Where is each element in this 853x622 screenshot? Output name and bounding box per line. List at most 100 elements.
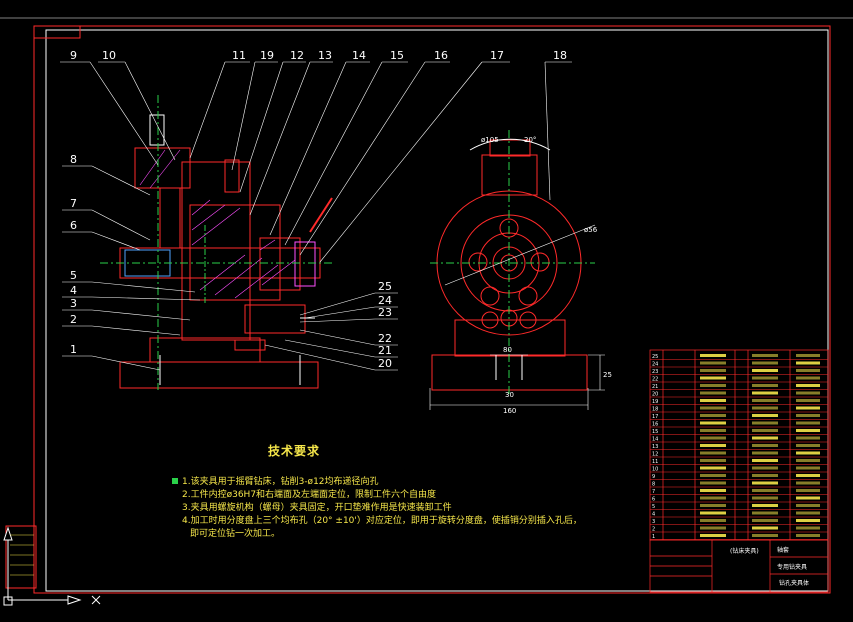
parts-list-cell-text bbox=[796, 511, 820, 515]
drawing-cell: 钻孔夹具体 bbox=[779, 579, 809, 587]
balloon-20: 20 bbox=[378, 357, 392, 370]
balloon-10: 10 bbox=[102, 49, 116, 62]
parts-list-cell-text bbox=[796, 414, 820, 417]
parts-list-cell-text bbox=[752, 391, 778, 395]
parts-list-row-number: 7 bbox=[652, 489, 655, 495]
parts-list-row-number: 15 bbox=[652, 429, 658, 435]
parts-list-cell-text bbox=[796, 429, 820, 432]
parts-list-cell-text bbox=[700, 519, 726, 522]
parts-list-cell-text bbox=[752, 474, 778, 477]
parts-list-row-number: 5 bbox=[652, 504, 655, 510]
parts-list-cell-text bbox=[796, 526, 820, 530]
parts-list-row-number: 11 bbox=[652, 459, 658, 465]
parts-list-cell-text bbox=[796, 376, 820, 380]
parts-list-row-number: 6 bbox=[652, 497, 655, 503]
leader-lines bbox=[60, 61, 572, 371]
title-block-labels: (钻床夹具) 轴套 专用钻夹具 钻孔夹具体 bbox=[730, 546, 809, 587]
parts-list-row-number: 25 bbox=[652, 354, 658, 360]
parts-list-cell-text bbox=[752, 511, 778, 515]
balloon-1: 1 bbox=[70, 343, 77, 356]
balloon-12: 12 bbox=[290, 49, 304, 62]
parts-list-cell-text bbox=[796, 466, 820, 470]
balloon-14: 14 bbox=[352, 49, 366, 62]
parts-list-row-number: 8 bbox=[652, 482, 655, 488]
parts-list-row-number: 20 bbox=[652, 392, 658, 398]
balloon-16: 16 bbox=[434, 49, 448, 62]
balloon-2: 2 bbox=[70, 313, 77, 326]
technical-requirements: 1.该夹具用于摇臂钻床，钻削3-ø12均布递径向孔 2.工件内控ø36H7和右端… bbox=[172, 476, 642, 541]
parts-list-cell-text bbox=[796, 361, 820, 365]
parts-list-cell-text bbox=[700, 496, 726, 500]
parts-list-cell-text bbox=[700, 354, 726, 357]
dim-radius: ø56 bbox=[584, 226, 598, 234]
parts-list-cell-text bbox=[700, 511, 726, 515]
balloon-24: 24 bbox=[378, 294, 392, 307]
parts-list-cell-text bbox=[752, 459, 778, 462]
parts-list-row-number: 1 bbox=[652, 534, 655, 540]
parts-list-cell-text bbox=[796, 481, 820, 485]
parts-list-cell-text bbox=[796, 406, 820, 410]
parts-list-cell-text bbox=[796, 436, 820, 440]
technical-requirements-title: 技术要求 bbox=[268, 444, 321, 458]
parts-list-cell-text bbox=[796, 534, 820, 537]
balloon-6: 6 bbox=[70, 219, 77, 232]
parts-list-cell-text bbox=[700, 466, 726, 470]
section-view bbox=[100, 95, 335, 390]
parts-list-row-number: 2 bbox=[652, 527, 655, 533]
balloon-8: 8 bbox=[70, 153, 77, 166]
note-line-4: 4.加工时用分度盘上三个均布孔（20° ±10'）对应定位，即用于旋转分度盘，使… bbox=[182, 516, 582, 526]
parts-list-cell-text bbox=[700, 376, 726, 380]
parts-list-cell-text bbox=[796, 384, 820, 387]
parts-list-cell-text bbox=[700, 504, 726, 507]
parts-list-cell-text bbox=[700, 369, 726, 372]
parts-list-cell-text bbox=[752, 399, 778, 402]
parts-list-cell-text bbox=[700, 444, 726, 447]
parts-list-cell-text bbox=[796, 496, 820, 500]
parts-list-cell-text bbox=[700, 459, 726, 462]
parts-list-cell-text bbox=[700, 429, 726, 432]
parts-list-cell-text bbox=[752, 436, 778, 440]
parts-list-cell-text bbox=[700, 489, 726, 492]
sheet-inner-frame bbox=[45, 29, 829, 592]
balloon-15: 15 bbox=[390, 49, 404, 62]
dim-center-w: 80 bbox=[503, 346, 512, 354]
parts-list-cell-text bbox=[796, 504, 820, 507]
parts-list-row-number: 14 bbox=[652, 437, 658, 443]
dim-slot: 30 bbox=[505, 391, 514, 399]
parts-list-row-number: 9 bbox=[652, 474, 655, 480]
balloon-9: 9 bbox=[70, 49, 77, 62]
balloon-21: 21 bbox=[378, 344, 392, 357]
parts-list-cell-text bbox=[752, 444, 778, 447]
end-view bbox=[429, 130, 605, 410]
parts-list-cell-text bbox=[752, 451, 778, 455]
balloon-23: 23 bbox=[378, 306, 392, 319]
parts-list-cell-text bbox=[752, 519, 778, 522]
parts-list-cell-text bbox=[796, 519, 820, 522]
ucs-icon bbox=[3, 525, 101, 606]
balloon-19: 19 bbox=[260, 49, 274, 62]
parts-list-cell-text bbox=[700, 481, 726, 485]
corner-tab bbox=[33, 25, 81, 39]
balloon-7: 7 bbox=[70, 197, 77, 210]
parts-list-cell-text bbox=[796, 459, 820, 462]
parts-list-cell-text bbox=[796, 391, 820, 395]
balloon-18: 18 bbox=[553, 49, 567, 62]
parts-list-cell-text bbox=[796, 474, 820, 477]
parts-list-cell-text bbox=[700, 474, 726, 477]
parts-list-cell-text bbox=[700, 414, 726, 417]
dim-base-w: 160 bbox=[503, 407, 516, 415]
parts-list-cell-text bbox=[700, 534, 726, 537]
parts-list-row-number: 3 bbox=[652, 519, 655, 525]
parts-list-cell-text bbox=[752, 369, 778, 372]
parts-list-cell-text bbox=[700, 526, 726, 530]
sheet-outer-frame bbox=[33, 25, 831, 594]
parts-list-cell-text bbox=[752, 414, 778, 417]
note-line-2: 2.工件内控ø36H7和右端面及左端面定位，限制工件六个自由度 bbox=[182, 490, 437, 500]
parts-list-row-number: 13 bbox=[652, 444, 658, 450]
parts-list-row-number: 4 bbox=[652, 512, 655, 518]
balloon-11: 11 bbox=[232, 49, 246, 62]
parts-list-cell-text bbox=[752, 376, 778, 380]
parts-list-cell-text bbox=[796, 399, 820, 402]
parts-list-cell-text bbox=[700, 384, 726, 387]
